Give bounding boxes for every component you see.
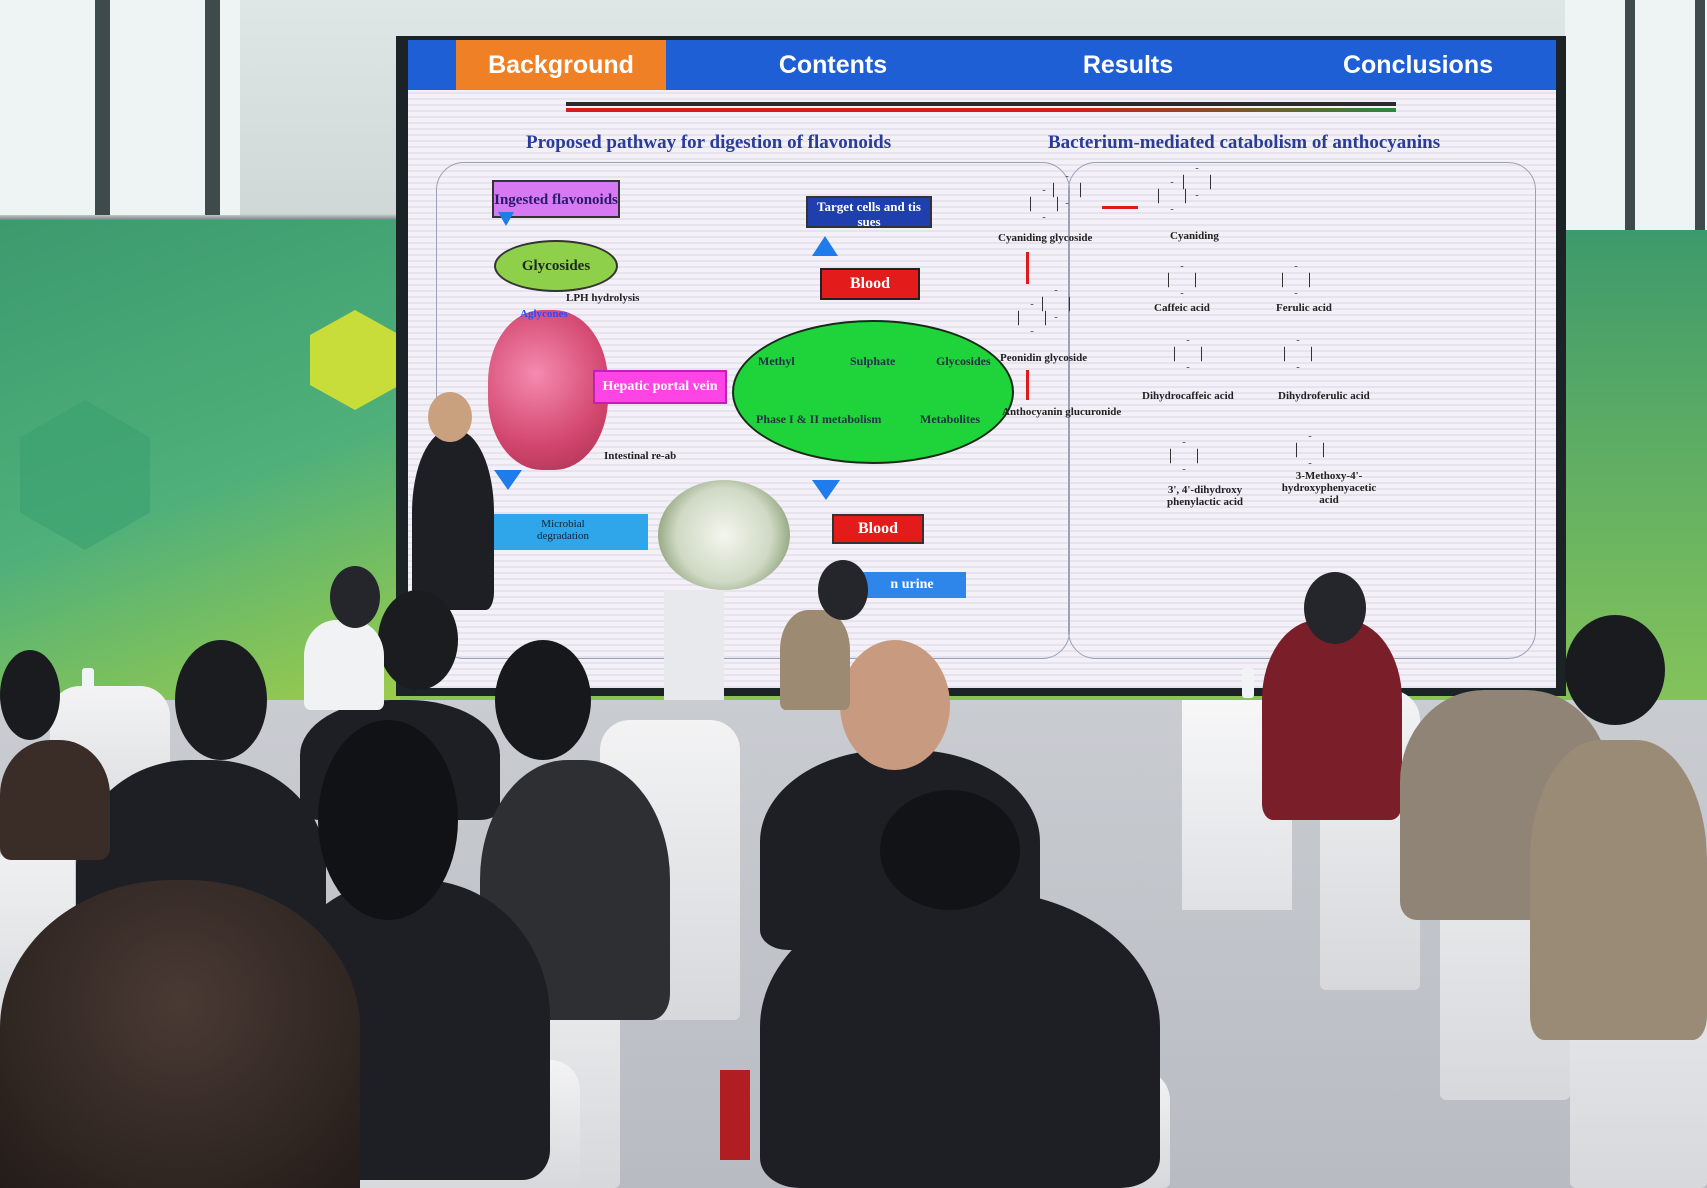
target-cells-box: Target cells and tis sues <box>806 196 932 229</box>
red-arrow-icon <box>1026 370 1029 400</box>
audience-member <box>780 610 850 710</box>
tab-background: Background <box>456 40 666 90</box>
audience-head <box>1304 572 1366 644</box>
presentation-slide: Background Contents Results Conclusions … <box>408 40 1556 688</box>
chemical-ring-icon <box>1183 168 1211 196</box>
speaker-body <box>412 430 494 610</box>
audience-member <box>760 890 1160 1188</box>
speaker-head <box>428 392 472 442</box>
audience-head <box>318 720 458 920</box>
audience-head <box>175 640 267 760</box>
audience-member <box>0 740 110 860</box>
audience-head <box>818 560 868 620</box>
chemical-ring-icon <box>1053 176 1081 204</box>
methyl-label: Methyl <box>758 354 795 368</box>
tab-conclusions: Conclusions <box>1342 51 1493 79</box>
audience-head <box>1565 615 1665 725</box>
chemical-ring-icon <box>1296 436 1324 464</box>
hepatic-portal-vein-box: Hepatic portal vein <box>593 370 727 404</box>
small-intestine-illustration <box>488 310 608 470</box>
urine-box: n urine <box>858 572 966 598</box>
dihydrocaffeic-acid-label: Dihydrocaffeic acid <box>1142 390 1234 402</box>
audience-head-bald <box>840 640 950 770</box>
chemical-ring-icon <box>1018 304 1046 332</box>
hall-window-right <box>1565 0 1707 230</box>
cyaniding-glycoside-label: Cyaniding glycoside <box>998 232 1093 244</box>
arrow-down-icon <box>812 480 840 500</box>
arrow-up-icon <box>812 236 838 256</box>
chemical-ring-icon <box>1284 340 1312 368</box>
chemical-ring-icon <box>1030 190 1058 218</box>
chemical-ring-icon <box>1042 290 1070 318</box>
lectern <box>664 590 724 700</box>
sulphate-label: Sulphate <box>850 354 896 368</box>
blood-box-top: Blood <box>820 268 920 300</box>
cyaniding-label: Cyaniding <box>1170 230 1219 242</box>
audience-member <box>304 620 384 710</box>
chemical-ring-icon <box>1168 266 1196 294</box>
metabolism-ellipse <box>732 320 1014 464</box>
glycosides-label: Glycosides <box>936 354 991 368</box>
chemical-ring-icon <box>1174 340 1202 368</box>
chemical-ring-icon <box>1282 266 1310 294</box>
red-gift-box <box>720 1070 750 1160</box>
ferulic-acid-label: Ferulic acid <box>1276 302 1332 314</box>
audience-head <box>378 590 458 690</box>
divider-rule <box>566 102 1396 106</box>
chemical-ring-icon <box>1158 182 1186 210</box>
water-bottle <box>82 668 94 690</box>
microbial-label: Microbial degradation <box>537 518 589 542</box>
audience-head <box>880 790 1020 910</box>
diagram-panel-right <box>1068 162 1536 659</box>
red-arrow-icon <box>1026 252 1029 284</box>
audience-member <box>1530 740 1707 1040</box>
audience-head-foreground <box>0 880 360 1188</box>
intestinal-reabsorption-label: Intestinal re-ab <box>604 450 677 462</box>
audience-head <box>495 640 591 760</box>
audience-head <box>0 650 60 740</box>
microbial-degradation-bar: Microbial degradation <box>468 514 648 550</box>
hexagon-decor <box>20 400 150 550</box>
slide-heading-left: Proposed pathway for digestion of flavon… <box>526 132 892 153</box>
flower-arrangement <box>658 480 790 590</box>
tab-contents: Contents <box>778 51 888 79</box>
metabolites-label: Metabolites <box>920 412 980 426</box>
water-bottle <box>1242 668 1254 698</box>
slide-heading-right: Bacterium-mediated catabolism of anthocy… <box>1048 132 1441 153</box>
peonidin-glycoside-label: Peonidin glycoside <box>1000 352 1088 364</box>
divider-rule-color <box>566 108 1396 112</box>
phase-metabolism-label: Phase I & II metabolism <box>756 412 882 426</box>
audience-member <box>1262 620 1402 820</box>
audience-head <box>330 566 380 628</box>
methoxy-hydroxyphenyacetic-label: 3-Methoxy-4'-hydroxyphenyacetic acid <box>1281 470 1377 506</box>
arrow-down-icon <box>494 470 522 490</box>
red-arrow-icon <box>1102 206 1138 209</box>
chemical-ring-icon <box>1170 442 1198 470</box>
caffeic-acid-label: Caffeic acid <box>1154 302 1210 314</box>
blood-box-bottom: Blood <box>832 514 924 544</box>
dihydroxy-phenylactic-label: 3', 4'-dihydroxy phenylactic acid <box>1166 484 1244 508</box>
anthocyanin-glucuronide-label: Anthocyanin glucuronide <box>1002 406 1122 418</box>
lph-label: LPH hydrolysis <box>566 292 640 304</box>
hall-window-left <box>0 0 240 215</box>
arrow-down-icon <box>498 212 514 226</box>
dihydroferulic-acid-label: Dihydroferulic acid <box>1278 390 1370 402</box>
aglycones-label: Aglycones <box>520 308 568 320</box>
ingested-flavonoids-box: Ingested flavonoids <box>492 180 620 218</box>
glycosides-ellipse: Glycosides <box>494 240 618 292</box>
slide-nav-bar: Background Contents Results Conclusions <box>408 40 1556 90</box>
tab-results: Results <box>1082 51 1174 79</box>
